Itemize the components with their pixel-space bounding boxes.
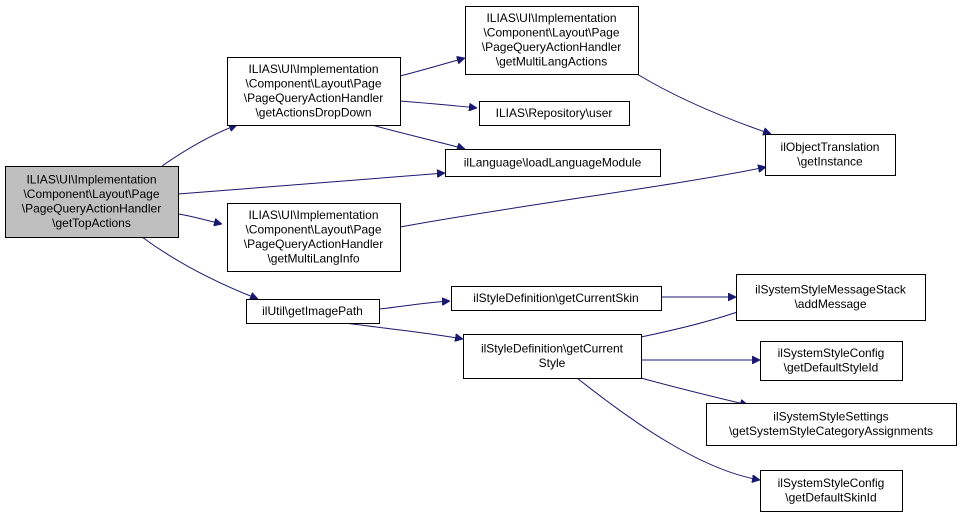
node-root: ILIAS\UI\Implementation\Component\Layout… [5,166,179,238]
edge-get-actions-drop-down-to-repository-user [399,100,477,108]
node-label-line: ilStyleDefinition\getCurrentSkin [473,291,638,305]
node-label-line: \PageQueryActionHandler [244,237,383,251]
node-label-line: \Component\Layout\Page [245,77,381,91]
edge-get-multi-lang-actions-to-object-translation [636,73,771,134]
edge-get-current-style-to-get-system-style-category-assignments [640,377,748,405]
nodes-layer: ILIAS\UI\Implementation\Component\Layout… [5,6,957,512]
node-label-line: \PageQueryActionHandler [244,91,383,105]
node-label-line: ilStyleDefinition\getCurrent [481,342,624,356]
node-label-line: ilSystemStyleSettings [773,410,888,424]
node-label-line: ilSystemStyleConfig [778,476,885,490]
node-label-line: \Component\Layout\Page [483,26,619,40]
node-get-system-style-category-assignments[interactable]: ilSystemStyleSettings\getSystemStyleCate… [706,403,957,446]
edge-get-image-path-to-get-current-style [344,322,463,339]
edge-root-to-get-image-path [141,236,258,299]
node-box [706,403,957,446]
node-label-line: \Component\Layout\Page [245,223,381,237]
node-label-line: ILIAS\UI\Implementation [26,173,156,187]
node-box [246,299,380,324]
edge-get-current-style-to-add-message [640,309,746,338]
node-label-line: ILIAS\UI\Implementation [248,208,378,222]
edge-root-to-get-multi-lang-info [177,213,222,224]
node-get-default-style-id[interactable]: ilSystemStyleConfig\getDefaultStyleId [760,341,903,381]
node-label-line: ILIAS\UI\Implementation [486,11,616,25]
edge-get-actions-drop-down-to-get-multi-lang-actions [399,58,465,77]
node-label-line: \getDefaultSkinId [785,491,876,505]
node-label-line: \getTopActions [52,216,131,230]
node-box [463,334,642,379]
node-label-line: ilSystemStyleConfig [778,346,885,360]
node-box [227,203,401,272]
node-box [479,101,630,126]
node-get-multi-lang-actions[interactable]: ILIAS\UI\Implementation\Component\Layout… [465,6,639,75]
node-box [445,149,661,177]
node-label-line: \getSystemStyleCategoryAssignments [729,424,933,438]
node-label-line: \Component\Layout\Page [23,187,159,201]
node-label-line: \getActionsDropDown [255,106,371,120]
node-box [451,286,662,311]
node-label-line: \getDefaultStyleId [784,361,879,375]
node-box [760,341,903,381]
node-label-line: Style [539,356,566,370]
node-get-image-path[interactable]: ilUtil\getImagePath [246,299,380,324]
node-label-line: \getMultiLangInfo [267,252,359,266]
node-box [760,470,903,512]
node-label-line: \getInstance [797,155,863,169]
node-object-translation[interactable]: ilObjectTranslation\getInstance [765,134,896,176]
node-add-message[interactable]: ilSystemStyleMessageStack\addMessage [736,274,926,321]
node-box [465,6,639,75]
edge-root-to-get-actions-drop-down [161,125,237,167]
node-box [227,57,401,126]
node-label-line: ilLanguage\loadLanguageModule [464,155,642,169]
node-box [5,166,179,238]
node-label-line: \addMessage [794,297,866,311]
node-label-line: ILIAS\Repository\user [496,106,613,120]
node-box [736,274,926,321]
node-label-line: ilUtil\getImagePath [262,304,363,318]
edge-get-actions-drop-down-to-load-language-module [371,124,465,149]
node-get-multi-lang-info[interactable]: ILIAS\UI\Implementation\Component\Layout… [227,203,401,272]
node-label-line: \PageQueryActionHandler [22,202,161,216]
node-get-current-skin[interactable]: ilStyleDefinition\getCurrentSkin [451,286,662,311]
node-label-line: \getMultiLangActions [496,55,607,69]
edge-get-multi-lang-info-to-object-translation [399,167,766,228]
node-label-line: ILIAS\UI\Implementation [248,62,378,76]
node-label-line: ilSystemStyleMessageStack [755,283,907,297]
node-load-language-module[interactable]: ilLanguage\loadLanguageModule [445,149,661,177]
edge-get-image-path-to-get-current-skin [378,301,450,310]
node-get-actions-drop-down[interactable]: ILIAS\UI\Implementation\Component\Layout… [227,57,401,126]
node-label-line: ilObjectTranslation [781,140,880,154]
node-box [765,134,896,176]
edge-root-to-load-language-module [177,173,445,195]
node-label-line: \PageQueryActionHandler [482,40,621,54]
node-repository-user[interactable]: ILIAS\Repository\user [479,101,630,126]
node-get-default-skin-id[interactable]: ilSystemStyleConfig\getDefaultSkinId [760,470,903,512]
edge-get-current-style-to-get-default-skin-id [576,377,760,480]
edges-layer [141,58,771,480]
